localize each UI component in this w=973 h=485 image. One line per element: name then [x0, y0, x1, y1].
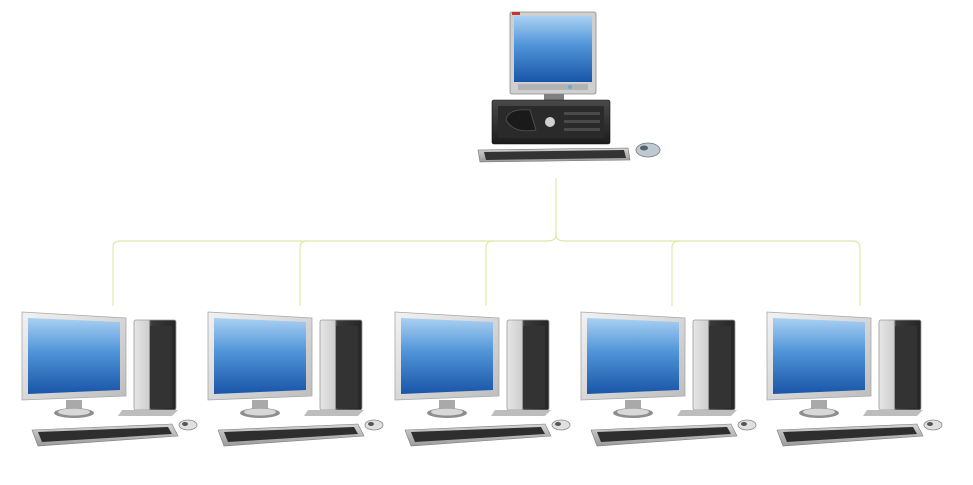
client-drop-line-1 — [112, 240, 121, 306]
client-computer-icon-2 — [207, 311, 384, 447]
client-drop-line-5 — [852, 240, 861, 306]
server-computer-icon — [477, 11, 661, 163]
client-drop-line-2 — [299, 240, 308, 306]
client-computer-icon-5 — [766, 311, 943, 447]
client-drop-line-3 — [485, 240, 494, 306]
network-connectors — [112, 178, 861, 306]
client-computer-icon-4 — [580, 311, 757, 447]
server-uplink-right — [555, 233, 565, 242]
client-drop-line-4 — [671, 240, 680, 306]
client-computer-icon-1 — [21, 311, 198, 447]
server-uplink-line — [547, 178, 557, 242]
client-computer-icon-3 — [394, 311, 571, 447]
